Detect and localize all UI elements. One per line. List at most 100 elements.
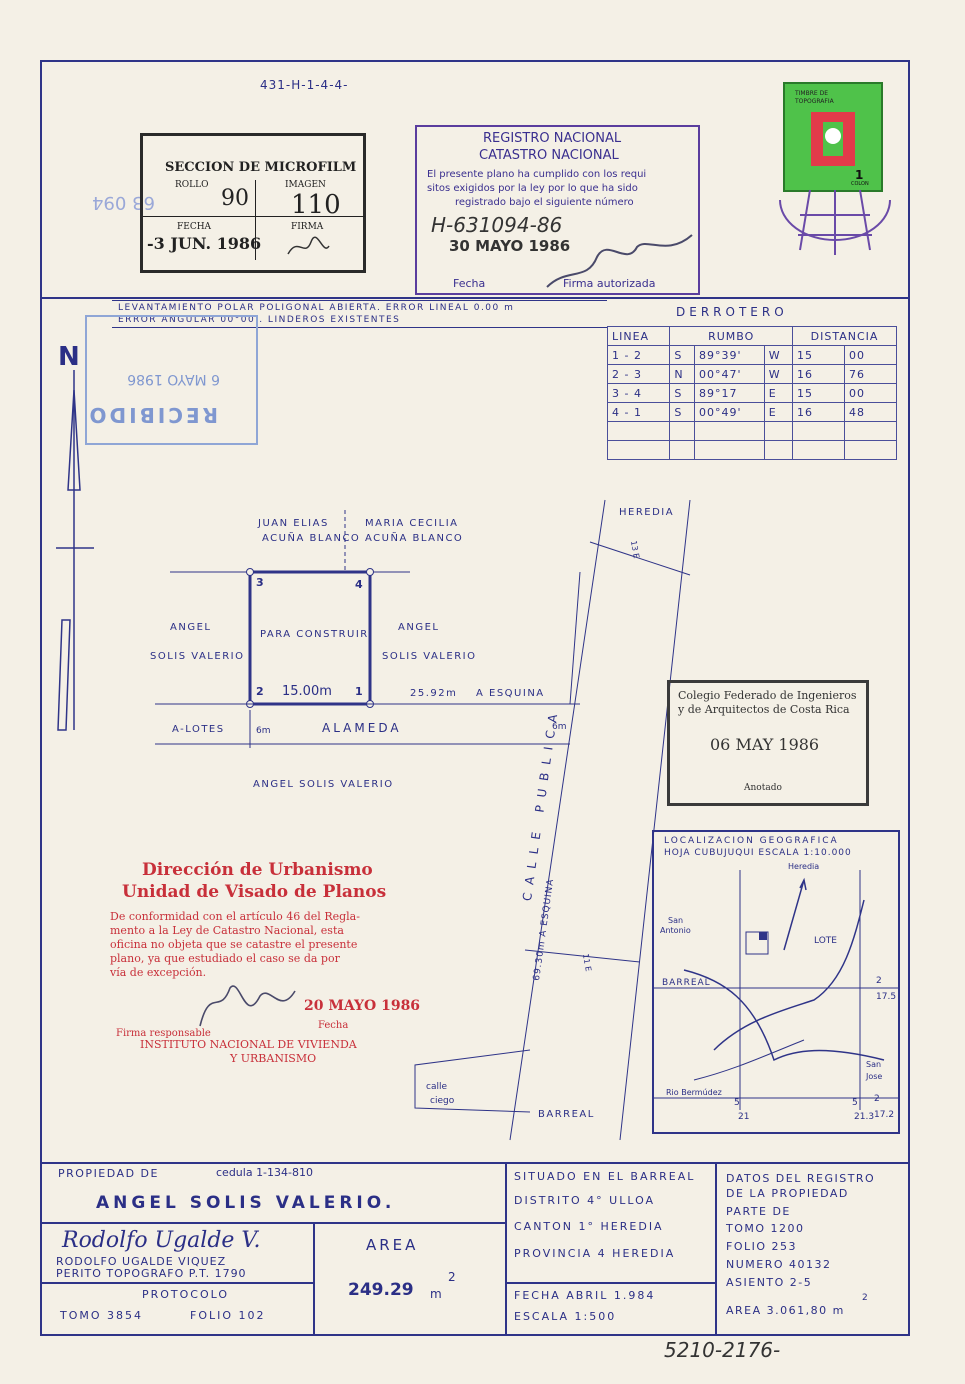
colegio-line2: y de Arquitectos de Costa Rica xyxy=(678,703,850,716)
cell: N xyxy=(669,364,696,384)
footer-vline-2 xyxy=(715,1162,717,1336)
cell: 89°39' xyxy=(694,345,765,365)
derrotero-empty-row xyxy=(606,440,898,460)
microfilm-vdivider xyxy=(255,180,256,260)
lot-purpose: PARA CONSTRUIR xyxy=(260,629,369,640)
rollo-value: 90 xyxy=(221,186,249,211)
timbre-value: 1 xyxy=(855,168,864,182)
timbre-line1: TIMBRE DE xyxy=(795,90,829,97)
recibido-date: 6 MAYO 1986 xyxy=(127,371,220,387)
vertex-2: 2 xyxy=(256,685,264,698)
firma-label: FIRMA xyxy=(291,222,324,232)
registro-line1: REGISTRO NACIONAL xyxy=(483,131,622,146)
surveyor-title: PERITO TOPOGRAFO P.T. 1790 xyxy=(56,1267,247,1280)
cell: 00°47' xyxy=(694,364,765,384)
cell: 2 - 3 xyxy=(606,364,671,384)
north-label: N xyxy=(58,342,80,372)
cell: 00°49' xyxy=(694,402,765,422)
loc-barreal: BARREAL xyxy=(662,978,711,988)
registro-body3: registrado bajo el siguiente número xyxy=(455,197,634,208)
barreal-direction: BARREAL xyxy=(538,1109,595,1120)
cell: 00 xyxy=(843,383,898,403)
derrotero-header-row: LINEA RUMBO DISTANCIA xyxy=(606,326,897,346)
loc-san-antonio-2: Antonio xyxy=(660,926,691,935)
cell: 16 xyxy=(792,364,845,384)
area-unit: m xyxy=(430,1287,442,1301)
calle-ciego-1: calle xyxy=(426,1082,448,1092)
loc-san-jose-2: Jose xyxy=(866,1072,883,1081)
datos-line1: DATOS DEL REGISTRO xyxy=(726,1172,876,1185)
registro-body1: El presente plano ha cumplido con los re… xyxy=(427,169,647,180)
colegio-stamp: Colegio Federado de Ingenieros y de Arqu… xyxy=(667,680,869,806)
registro-date: 30 MAYO 1986 xyxy=(449,237,571,255)
site-plan-drawing xyxy=(155,499,691,1141)
cell: 15 xyxy=(792,345,845,365)
header-linea: LINEA xyxy=(606,326,671,346)
datos-parte: PARTE DE xyxy=(726,1205,791,1218)
microfilm-divider xyxy=(143,216,365,217)
cell: 1 - 2 xyxy=(606,345,671,365)
loc-rio: Rio Bermúdez xyxy=(666,1088,722,1097)
datos-asiento: ASIENTO 2-5 xyxy=(726,1276,813,1289)
registro-fecha-label: Fecha xyxy=(453,277,486,290)
protocolo-tomo: TOMO 3854 xyxy=(60,1309,144,1322)
alameda-width-a: 6m xyxy=(256,726,271,736)
corner-distance: 25.92m xyxy=(410,688,458,699)
cell: S xyxy=(669,383,696,403)
loc-n21: 21 xyxy=(738,1112,750,1122)
loc-n2a: 2 xyxy=(876,976,882,986)
footer-vline-3 xyxy=(313,1222,315,1336)
footer-vline-1 xyxy=(505,1162,507,1336)
loc-n172: 17.2 xyxy=(874,1110,895,1120)
registro-signature xyxy=(546,234,693,288)
cell: 00 xyxy=(843,345,898,365)
microfilm-stamp: SECCION DE MICROFILM ROLLO 90 IMAGEN 110… xyxy=(140,133,366,273)
footer-top-line xyxy=(40,1162,910,1164)
east-neighbor-a: ANGEL xyxy=(398,622,440,633)
derrotero-table: LINEA RUMBO DISTANCIA 1 - 2 S 89°39' W 1… xyxy=(606,326,898,460)
recibido-stamp: RECIBIDO 6 MAYO 1986 xyxy=(85,315,258,445)
imagen-value: 110 xyxy=(291,190,341,220)
registro-firma-label: Firma autorizada xyxy=(563,277,656,290)
owner-name: ANGEL SOLIS VALERIO. xyxy=(96,1193,396,1213)
area-exponent: 2 xyxy=(448,1270,456,1284)
rollo-label: ROLLO xyxy=(175,180,209,190)
propiedad-label: PROPIEDAD DE xyxy=(58,1167,159,1180)
area-value: 249.29 xyxy=(348,1280,414,1300)
cell: S xyxy=(669,345,696,365)
urbanismo-inst1: INSTITUTO NACIONAL DE VIVIENDA xyxy=(140,1038,357,1051)
calle-ciego-2: ciego xyxy=(430,1096,455,1106)
loc-n5b: 5 xyxy=(852,1098,858,1108)
situado-line3: CANTON 1° HEREDIA xyxy=(514,1220,664,1233)
loc-san-jose-1: San xyxy=(866,1060,882,1069)
surveyor-signature: Rodolfo Ugalde V. xyxy=(62,1228,261,1253)
area-label: AREA xyxy=(366,1236,419,1254)
cell: 76 xyxy=(843,364,898,384)
cell: E xyxy=(763,383,794,403)
header-divider xyxy=(40,297,910,299)
loc-heredia: Heredia xyxy=(788,862,820,871)
timbre-stamp: TIMBRE DE TOPOGRAFIA 1 COLON xyxy=(783,82,883,192)
datos-area-exp: 2 xyxy=(862,1293,868,1303)
situado-line1: SITUADO EN EL BARREAL xyxy=(514,1170,696,1183)
urbanismo-firma: Firma responsable xyxy=(116,1028,211,1039)
west-neighbor-a: ANGEL xyxy=(170,622,212,633)
registro-stamp: REGISTRO NACIONAL CATASTRO NACIONAL El p… xyxy=(415,125,700,295)
timbre-unit: COLON xyxy=(851,181,869,187)
heredia-direction: HEREDIA xyxy=(619,507,675,518)
imagen-label: IMAGEN xyxy=(285,180,326,190)
north-neighbor-1b: ACUÑA BLANCO xyxy=(262,533,361,544)
cell: 89°17 xyxy=(694,383,765,403)
microfilm-date: -3 JUN. 1986 xyxy=(147,234,262,253)
alameda-label: ALAMEDA xyxy=(322,721,402,735)
urbanismo-body2: mento a la Ley de Catastro Nacional, est… xyxy=(110,924,344,937)
footer-hline-3 xyxy=(505,1282,715,1284)
urbanismo-stamp: Dirección de Urbanismo Unidad de Visado … xyxy=(110,860,420,1070)
colegio-anotado: Anotado xyxy=(744,783,782,793)
cell: 48 xyxy=(843,402,898,422)
survey-bottom-line xyxy=(112,327,607,328)
handwritten-number: 5210-2176- xyxy=(664,1338,781,1362)
header-rumbo: RUMBO xyxy=(669,326,794,346)
cell: W xyxy=(763,345,794,365)
